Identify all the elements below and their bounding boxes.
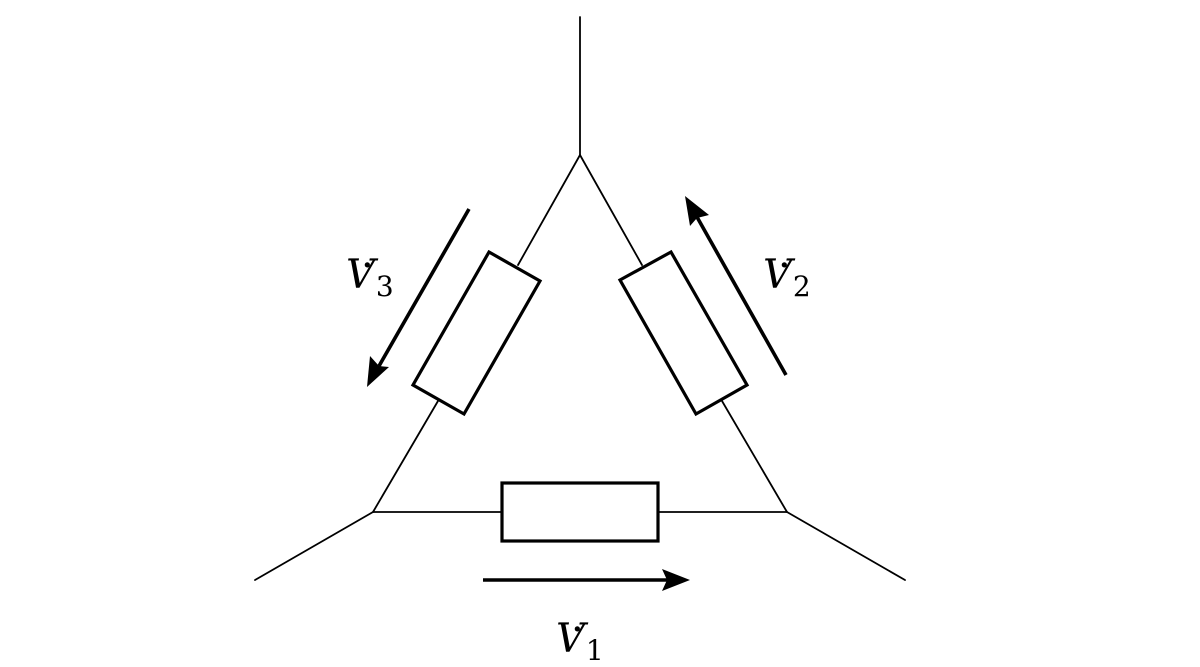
voltage-arrow-v1: [483, 569, 690, 591]
resistor-bottom: [500, 481, 660, 543]
label-v3-subscript: 3: [375, 270, 394, 303]
label-v3-dot: ·: [361, 243, 374, 289]
right-side-lower-wire: [721, 400, 788, 513]
label-v1-dot: ·: [571, 607, 584, 653]
label-v1-symbol: V: [556, 616, 585, 662]
left-terminal-lead: [254, 511, 374, 581]
label-v2-subscript: 2: [792, 270, 811, 303]
voltage-arrow-v2: [685, 196, 788, 376]
left-side-upper-wire: [517, 154, 581, 266]
label-v2-symbol: V: [763, 252, 792, 298]
right-terminal-lead: [786, 511, 906, 581]
right-side-upper-wire: [579, 154, 643, 266]
label-v1-subscript: 1: [585, 634, 604, 667]
resistor-right: [617, 249, 750, 417]
label-v1: ·V1: [556, 610, 604, 667]
voltage-arrow-v3: [367, 208, 471, 387]
label-v3: ·V3: [346, 246, 394, 303]
label-v3-symbol: V: [346, 252, 375, 298]
left-side-lower-wire: [372, 400, 439, 513]
label-v2-dot: ·: [778, 243, 791, 289]
label-v2: ·V2: [763, 246, 811, 303]
resistor-left: [410, 249, 543, 417]
